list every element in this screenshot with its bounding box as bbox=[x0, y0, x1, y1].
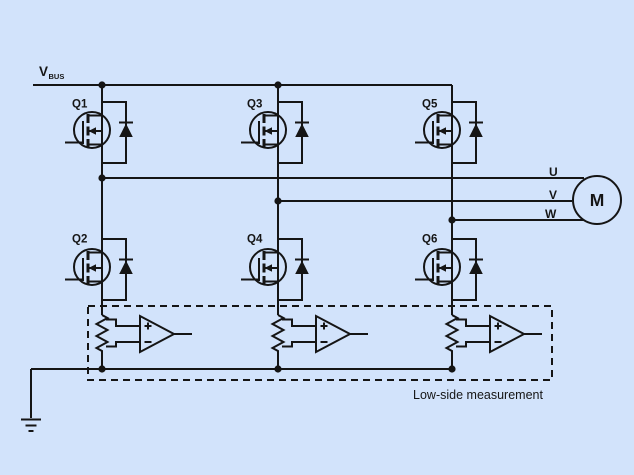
vbus-subscript: BUS bbox=[49, 72, 65, 81]
label-q1: Q1 bbox=[72, 99, 88, 111]
motor-label: M bbox=[590, 190, 605, 210]
label-q5: Q5 bbox=[422, 99, 438, 111]
label-phase-w: W bbox=[545, 207, 557, 221]
bus-label: V BUS bbox=[39, 64, 64, 81]
label-q2: Q2 bbox=[72, 234, 87, 246]
vbus-label: V bbox=[39, 64, 48, 79]
junction-dots bbox=[98, 81, 456, 373]
label-q3: Q3 bbox=[247, 99, 262, 111]
motor-icon: M bbox=[572, 175, 622, 225]
label-phase-v: V bbox=[549, 188, 557, 202]
low-side-measurement-box bbox=[87, 305, 553, 381]
low-side-measurement-label: Low-side measurement bbox=[413, 388, 543, 402]
ground-icon bbox=[21, 418, 41, 432]
label-phase-u: U bbox=[549, 165, 558, 179]
label-q4: Q4 bbox=[247, 234, 263, 246]
label-q6: Q6 bbox=[422, 234, 437, 246]
